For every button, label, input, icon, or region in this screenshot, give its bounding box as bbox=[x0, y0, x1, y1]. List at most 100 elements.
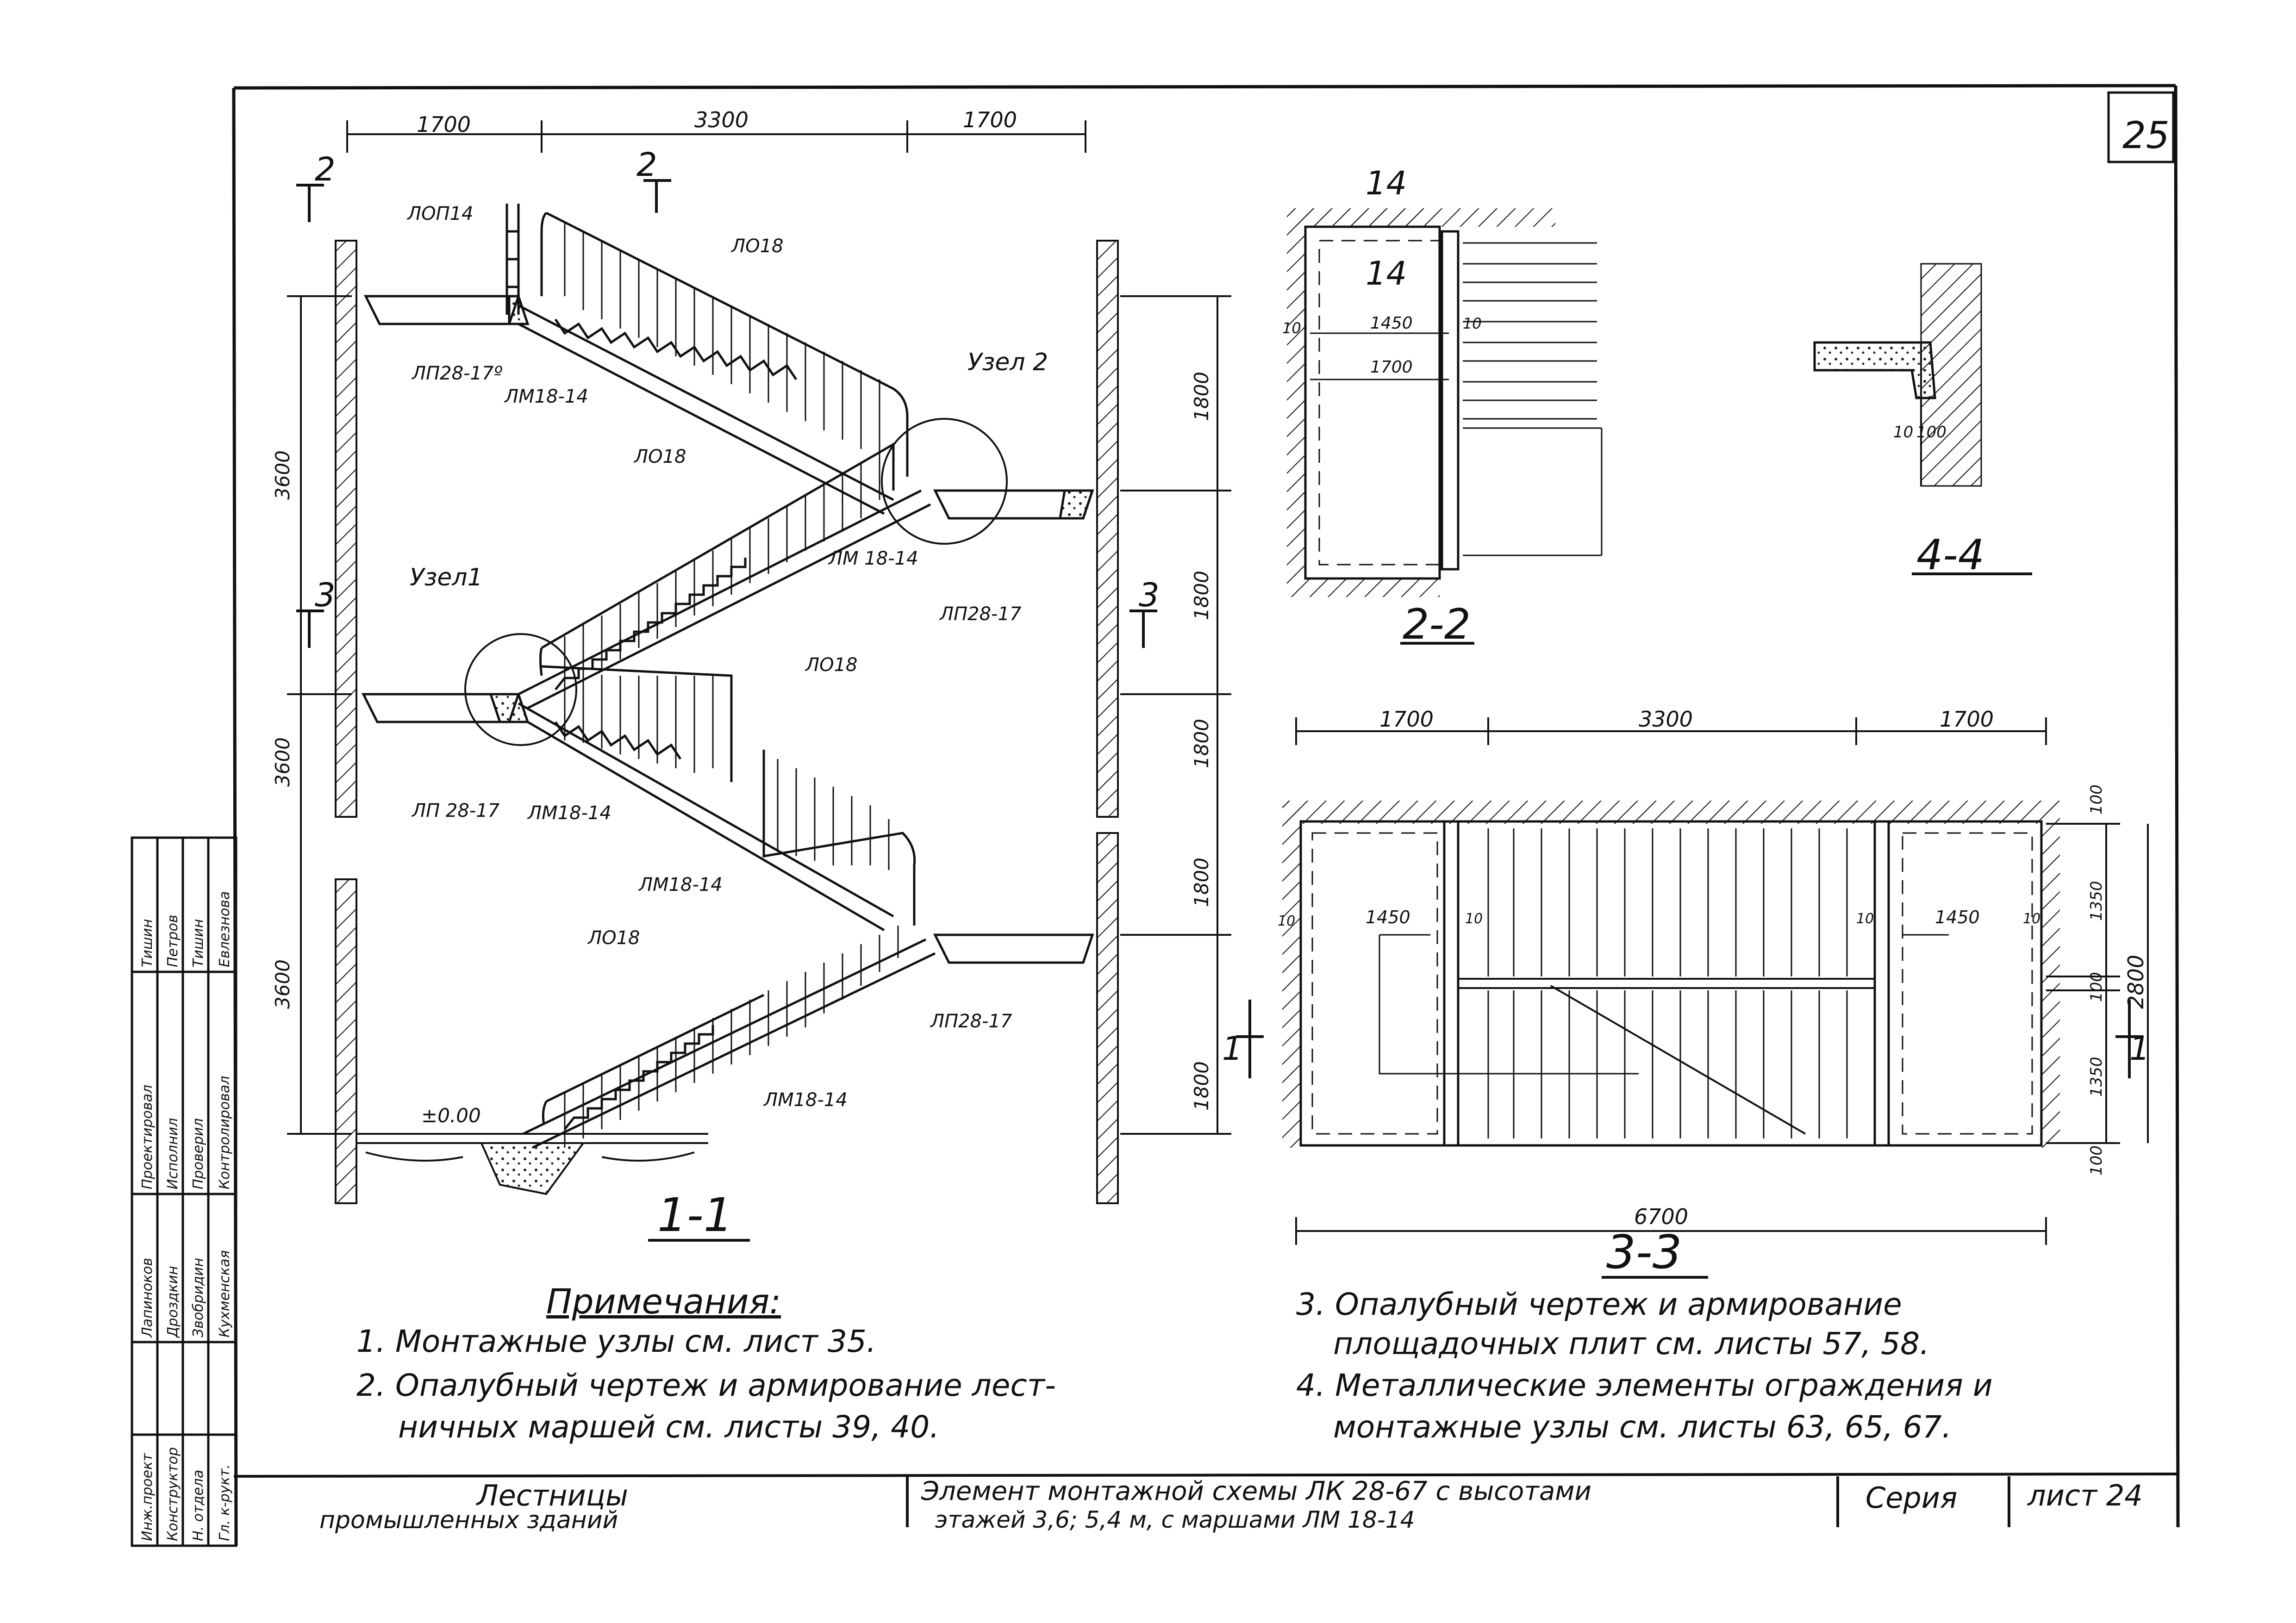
section-1-1 bbox=[287, 120, 1231, 1242]
tag-lo18-c: ЛО18 bbox=[805, 654, 857, 676]
section-2-2 bbox=[1287, 208, 1603, 645]
stamp-role2-4: Контролировал bbox=[217, 1076, 233, 1189]
labels: 1700 3300 1700 2 2 3 3 ЛОП14 ЛО18 ЛО18 Л… bbox=[139, 107, 2170, 1541]
dim-3-3-small-2: 10 bbox=[1465, 911, 1483, 927]
stamp-role-4: Гл. к-рукт. bbox=[217, 1464, 233, 1541]
tag-lp28-17-b: ЛП 28-17 bbox=[411, 800, 500, 821]
stamp-role-2: Конструктор bbox=[165, 1447, 181, 1541]
tag-node-2: Узел 2 bbox=[967, 348, 1048, 376]
note-3-line-1: 3. Опалубный чертеж и армирование bbox=[1296, 1287, 1902, 1322]
note-4-line-1: 4. Металлические элементы ограждения и bbox=[1296, 1368, 1993, 1403]
dim-3-3-bottom: 6700 bbox=[1634, 1204, 1688, 1229]
dim-right-2: 1800 bbox=[1190, 571, 1213, 620]
dim-2-2-small-right: 10 bbox=[1463, 315, 1482, 332]
cut-mark-3-left: 3 bbox=[315, 576, 336, 614]
stamp-name2-4: Евлезнова bbox=[217, 891, 233, 967]
stamp-role2-1: Проектировал bbox=[139, 1085, 156, 1189]
section-4-4-label: 4-4 bbox=[1916, 531, 1984, 579]
dim-3-3-right-2800: 2800 bbox=[2123, 955, 2148, 1009]
section-2-2-mark-inner: 14 bbox=[1366, 255, 1407, 292]
notes-heading: Примечания: bbox=[546, 1282, 781, 1322]
dim-right-5: 1800 bbox=[1190, 1061, 1213, 1111]
stamp-name-3: Звобридин bbox=[190, 1258, 206, 1337]
note-2-line-1: 2. Опалубный чертеж и армирование лест- bbox=[356, 1368, 1056, 1403]
stair-flights bbox=[518, 304, 936, 1149]
dim-right-1: 1800 bbox=[1190, 372, 1213, 421]
stamp-role-3: Н. отдела bbox=[190, 1470, 206, 1541]
node-2-circle bbox=[881, 418, 1008, 545]
dim-3-3-right-100b: 100 bbox=[2087, 972, 2106, 1002]
dim-3-3-small-3: 10 bbox=[1856, 911, 1874, 927]
dim-top-3: 1700 bbox=[963, 107, 1017, 132]
tag-lo18-d: ЛО18 bbox=[587, 927, 640, 949]
stamp-name2-1: Тишин bbox=[139, 919, 156, 967]
tag-lp28-17o: ЛП28-17º bbox=[411, 363, 502, 384]
stamp-name-4: Кухменская bbox=[217, 1250, 233, 1337]
section-3-3 bbox=[1236, 717, 2149, 1279]
right-wall bbox=[1096, 240, 1119, 1204]
note-4-line-2: монтажные узлы см. листы 63, 65, 67. bbox=[1333, 1409, 1952, 1445]
tag-lm18-14-b: ЛМ 18-14 bbox=[828, 548, 918, 569]
dim-left-3: 3600 bbox=[271, 959, 294, 1009]
cut-mark-1-right: 1 bbox=[2129, 1030, 2150, 1068]
stamp-role-1: Инж.проект bbox=[139, 1453, 156, 1541]
tag-lp28-17-a: ЛП28-17 bbox=[939, 603, 1022, 625]
stamp-role2-3: Проверил bbox=[190, 1118, 206, 1189]
title-center-2: этажей 3,6; 5,4 м, с маршами ЛМ 18-14 bbox=[935, 1506, 1415, 1533]
dim-top-2: 3300 bbox=[694, 107, 749, 132]
title-series: Серия bbox=[1866, 1481, 1958, 1515]
dim-4-4-100: 100 bbox=[1916, 423, 1947, 442]
dim-3-3-1450-right: 1450 bbox=[1935, 907, 1980, 927]
dim-left-1: 3600 bbox=[271, 450, 294, 500]
dim-3-3-top-3: 1700 bbox=[1940, 707, 1994, 732]
dim-2-2-small-left: 10 bbox=[1282, 319, 1301, 337]
tag-lo18-b: ЛО18 bbox=[633, 446, 686, 467]
ground-floor bbox=[356, 1133, 708, 1195]
dim-2-2-1700: 1700 bbox=[1370, 358, 1413, 377]
note-1: 1. Монтажные узлы см. лист 35. bbox=[356, 1324, 876, 1359]
title-left-2: промышленных зданий bbox=[319, 1506, 618, 1534]
section-2-2-mark-top: 14 bbox=[1366, 164, 1407, 202]
cut-mark-2-top: 2 bbox=[636, 146, 657, 184]
tag-lop14: ЛОП14 bbox=[406, 203, 474, 224]
section-4-4 bbox=[1813, 263, 2032, 575]
tag-node-1: Узел1 bbox=[410, 564, 483, 591]
dim-4-4-10: 10 bbox=[1893, 423, 1913, 442]
dim-2-2-1450: 1450 bbox=[1370, 314, 1413, 333]
stamp-name-2: Дроздкин bbox=[165, 1266, 181, 1338]
tag-lm18-14-d: ЛМ18-14 bbox=[638, 874, 723, 895]
landing-slabs bbox=[361, 295, 1094, 964]
dim-right-3: 1800 bbox=[1190, 719, 1213, 768]
left-wall bbox=[335, 240, 357, 1204]
tag-lo18-a: ЛО18 bbox=[730, 236, 783, 257]
title-block bbox=[906, 1476, 2010, 1527]
dim-3-3-right-1350a: 1350 bbox=[2087, 881, 2106, 921]
dim-3-3-right-100c: 100 bbox=[2087, 1145, 2106, 1175]
dim-right-4: 1800 bbox=[1190, 858, 1213, 907]
dim-top-1: 1700 bbox=[417, 112, 471, 137]
tag-lp28-17-c: ЛП28-17 bbox=[930, 1011, 1012, 1032]
title-sheet-number: лист 24 bbox=[2028, 1479, 2143, 1512]
section-2-2-label: 2-2 bbox=[1403, 600, 1471, 649]
side-stamp bbox=[131, 836, 237, 1547]
section-3-3-label: 3-3 bbox=[1606, 1225, 1682, 1279]
dim-3-3-top-2: 3300 bbox=[1639, 707, 1693, 732]
left-dimensions bbox=[287, 295, 352, 1135]
stamp-name2-2: Петров bbox=[165, 914, 181, 967]
section-1-1-label: 1-1 bbox=[657, 1188, 733, 1242]
tag-lm18-14-e: ЛМ18-14 bbox=[763, 1089, 848, 1111]
stamp-name2-3: Тишин bbox=[190, 919, 206, 967]
node-1-circle bbox=[464, 633, 577, 746]
right-dimensions bbox=[1120, 295, 1231, 1135]
dim-3-3-1450-left: 1450 bbox=[1366, 907, 1410, 927]
tag-zero-level: ±0.00 bbox=[421, 1104, 481, 1127]
dim-3-3-top-1: 1700 bbox=[1379, 707, 1434, 732]
top-dimension-line bbox=[346, 120, 1086, 153]
stamp-name-1: Лапиноков bbox=[139, 1258, 156, 1338]
note-3-line-2: площадочных плит см. листы 57, 58. bbox=[1333, 1326, 1930, 1362]
stamp-role2-2: Исполнил bbox=[165, 1118, 181, 1189]
title-left-1: Лестницы bbox=[477, 1479, 628, 1512]
dim-3-3-small-1: 10 bbox=[1278, 913, 1295, 929]
